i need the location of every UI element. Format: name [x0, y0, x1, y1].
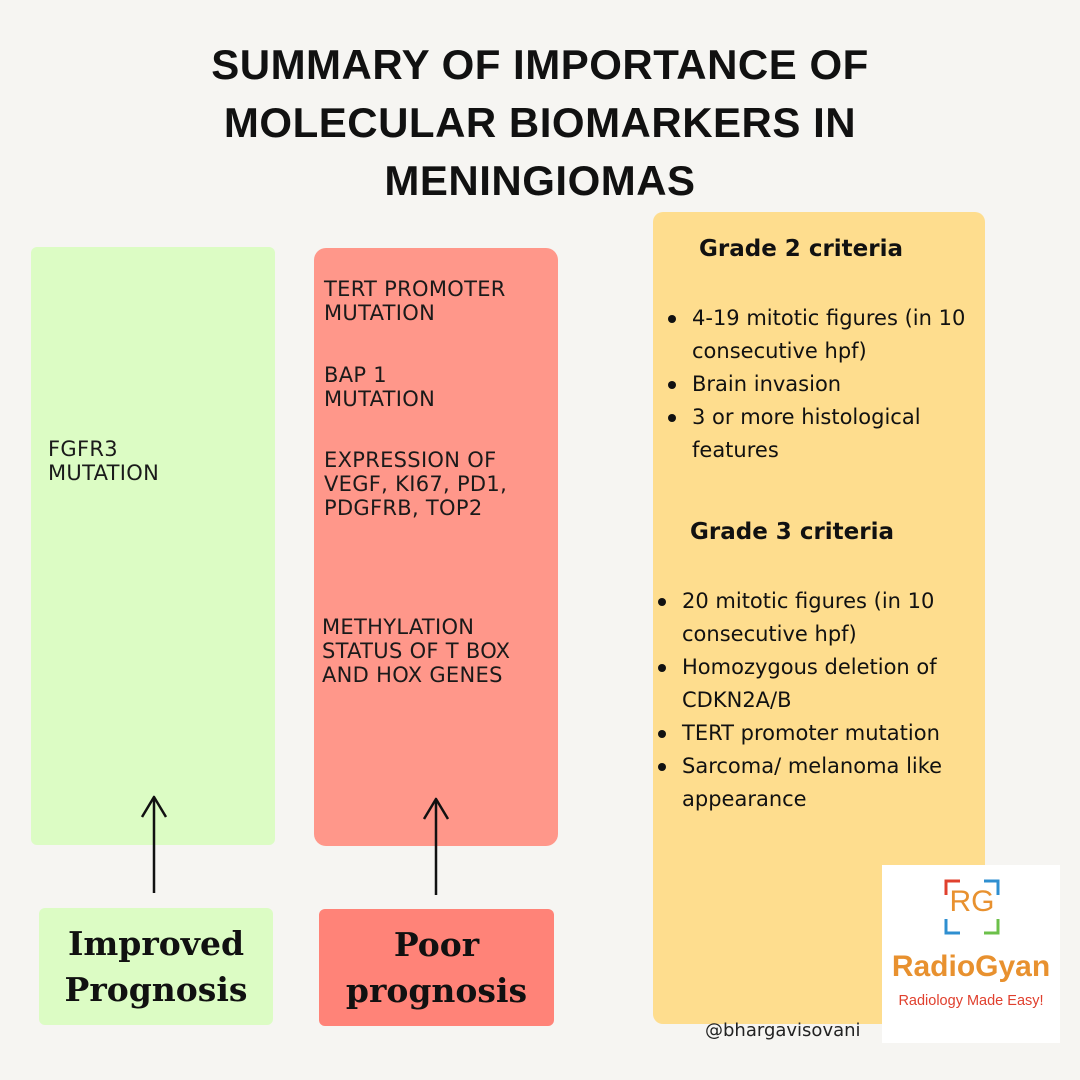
up-arrow-icon — [140, 795, 168, 893]
improved-prognosis-column — [31, 247, 275, 845]
list-item: 20 mitotic figures (in 10 consecutive hp… — [656, 585, 974, 651]
bap1-mutation-text: BAP 1 MUTATION — [324, 363, 436, 411]
expression-text: EXPRESSION OF VEGF, KI67, PD1, PDGFRB, T… — [324, 448, 508, 520]
radiogyan-logo: RG RadioGyan Radiology Made Easy! — [882, 865, 1060, 1043]
title-line-1: SUMMARY OF IMPORTANCE OF — [211, 41, 869, 88]
page-title: SUMMARY OF IMPORTANCE OF MOLECULAR BIOMA… — [140, 36, 940, 210]
logo-name: RadioGyan — [891, 950, 1051, 983]
methylation-text: METHYLATION STATUS OF T BOX AND HOX GENE… — [322, 615, 511, 687]
author-handle: @bhargavisovani — [705, 1020, 861, 1041]
grade-2-list: 4-19 mitotic figures (in 10 consecutive … — [666, 302, 966, 467]
list-item: TERT promoter mutation — [656, 717, 974, 750]
grade-3-list: 20 mitotic figures (in 10 consecutive hp… — [656, 585, 974, 816]
grade-2-heading: Grade 2 criteria — [699, 236, 904, 262]
list-item: Sarcoma/ melanoma like appearance — [656, 750, 974, 816]
logo-tagline: Radiology Made Easy! — [898, 993, 1044, 1009]
poor-prognosis-label: Poor prognosis — [319, 909, 554, 1026]
list-item: 4-19 mitotic figures (in 10 consecutive … — [666, 302, 966, 368]
title-line-3: MENINGIOMAS — [384, 157, 696, 204]
title-line-2: MOLECULAR BIOMARKERS IN — [223, 99, 857, 146]
fgfr3-mutation-text: FGFR3 MUTATION — [48, 437, 160, 485]
improved-prognosis-label: Improved Prognosis — [39, 908, 273, 1025]
list-item: Brain invasion — [666, 368, 966, 401]
logo-mark-text: RG — [949, 885, 995, 918]
list-item: Homozygous deletion of CDKN2A/B — [656, 651, 974, 717]
list-item: 3 or more histological features — [666, 401, 966, 467]
tert-promoter-text: TERT PROMOTER MUTATION — [324, 277, 506, 325]
poor-prognosis-column — [314, 248, 558, 846]
grade-3-heading: Grade 3 criteria — [690, 519, 895, 545]
up-arrow-icon — [422, 797, 450, 895]
logo-frame-icon — [944, 879, 1000, 935]
